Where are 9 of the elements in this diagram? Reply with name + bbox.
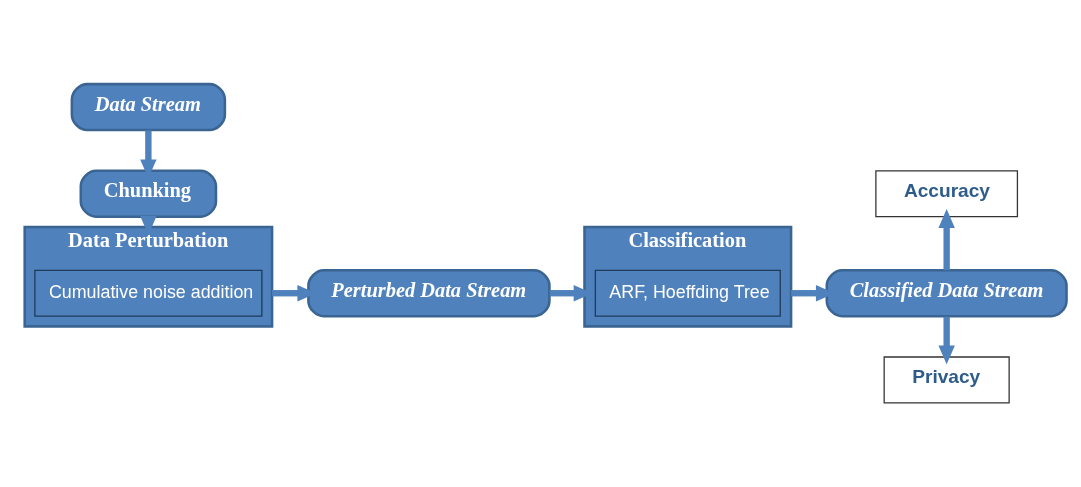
node-box: Perturbed Data Stream	[307, 269, 551, 318]
node-box: ARF, Hoeffding Tree	[594, 269, 781, 317]
node-box: Accuracy	[875, 170, 1019, 218]
node-box: Cumulative noise addition	[34, 269, 263, 317]
arrow	[938, 209, 955, 271]
node-box: Data Stream	[70, 82, 227, 132]
node-box: Privacy	[883, 356, 1010, 404]
arrow	[938, 316, 955, 365]
node-box: Classified Data Stream	[825, 269, 1068, 318]
